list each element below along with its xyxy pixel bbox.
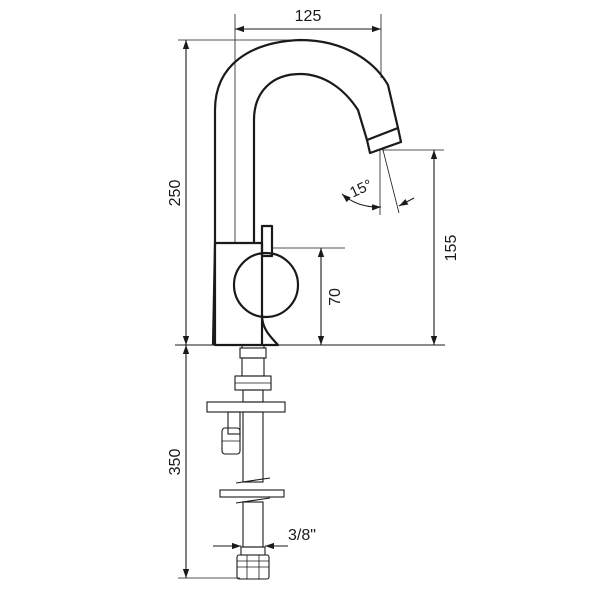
faucet-spout (213, 38, 403, 243)
mounting-shank (175, 344, 445, 455)
dimension-label-hose-length: 350 (167, 449, 184, 476)
dimension-label-reach: 125 (295, 8, 322, 25)
braided-supply-hose (219, 411, 285, 548)
dimension-label-spout-height: 155 (443, 235, 460, 262)
dimension-label-connection: 3/8" (288, 527, 316, 544)
dimension-spout-height: 155 (382, 149, 460, 345)
dimension-overall-height: 250 (167, 39, 305, 345)
faucet-base-body (211, 241, 280, 347)
faucet-lever (232, 224, 300, 319)
dimension-hose-length: 350 (167, 345, 240, 579)
dimension-label-angle: 15° (347, 176, 375, 201)
dimension-spout-reach: 125 (234, 8, 382, 78)
dimension-label-lever-height: 70 (327, 288, 344, 306)
hose-end-connector (236, 546, 270, 580)
dimension-label-overall-height: 250 (167, 180, 184, 207)
dimension-spout-angle: 15° (341, 149, 415, 215)
dimension-connection-size: 3/8" (213, 527, 316, 550)
dimension-lever-height: 70 (272, 247, 345, 345)
